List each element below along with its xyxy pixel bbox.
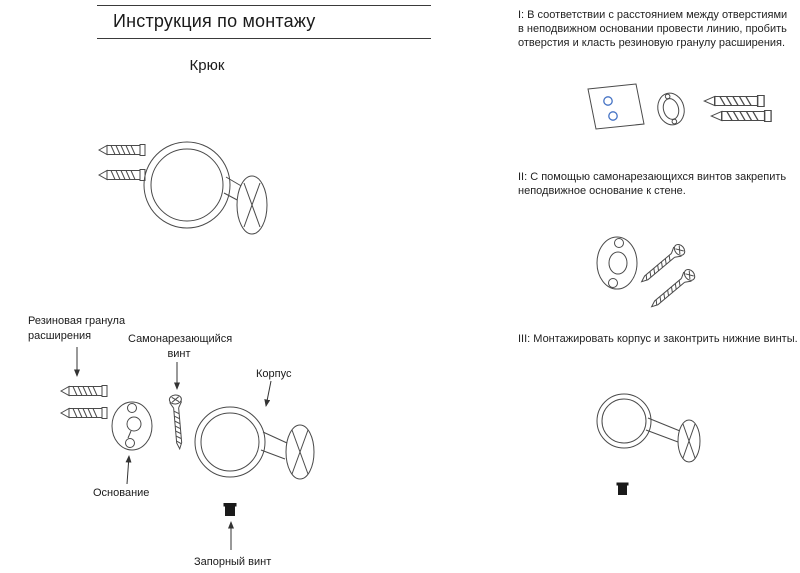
- drill-hole-mark: [608, 111, 618, 121]
- wall-anchor-icon: [703, 94, 765, 108]
- step-2-illustration: [596, 236, 698, 312]
- wall-anchor-icon: [98, 169, 146, 181]
- header: Инструкция по монтажу: [97, 5, 431, 39]
- step-3-text: III: Монтажировать корпус и законтрить н…: [518, 333, 798, 345]
- drill-hole-mark: [603, 96, 613, 106]
- wall-anchor-icon: [60, 407, 108, 419]
- step-1-illustration: [587, 83, 772, 130]
- self-tapping-screw-icon: [168, 393, 187, 450]
- product-name: Крюк: [189, 57, 225, 74]
- label-body: Корпус: [256, 368, 292, 380]
- page-title: Инструкция по монтажу: [113, 11, 316, 31]
- label-rubber-granule: Резиновая гранула расширения: [28, 315, 126, 342]
- base-ring: [111, 401, 153, 451]
- wall-anchor-icon: [98, 144, 146, 156]
- step-3-illustration: [596, 393, 701, 495]
- label-locking-screw: Запорный винт: [194, 556, 272, 568]
- assembled-hook-drawing: [98, 141, 268, 235]
- wall-anchor-icon: [710, 109, 772, 123]
- exploded-view-drawing: [60, 347, 315, 550]
- base-ring: [596, 236, 638, 290]
- hook-body: [194, 406, 315, 480]
- locking-screw-icon: [223, 503, 237, 516]
- template-plate: [587, 83, 645, 130]
- label-self-tapping-screw: Самонарезающийся винт: [128, 333, 233, 360]
- label-arrows: [74, 347, 272, 550]
- assembled-hook: [596, 393, 701, 463]
- wall-anchor-icon: [60, 385, 108, 397]
- hook-flange: [143, 141, 231, 229]
- locking-screw-icon: [616, 482, 629, 495]
- step-2-text: II: С помощью самонарезающихся винтов за…: [518, 171, 787, 197]
- step-1-text: I: В соответствии с расстоянием между от…: [518, 9, 788, 49]
- label-base: Основание: [93, 487, 150, 499]
- base-ring: [657, 92, 685, 126]
